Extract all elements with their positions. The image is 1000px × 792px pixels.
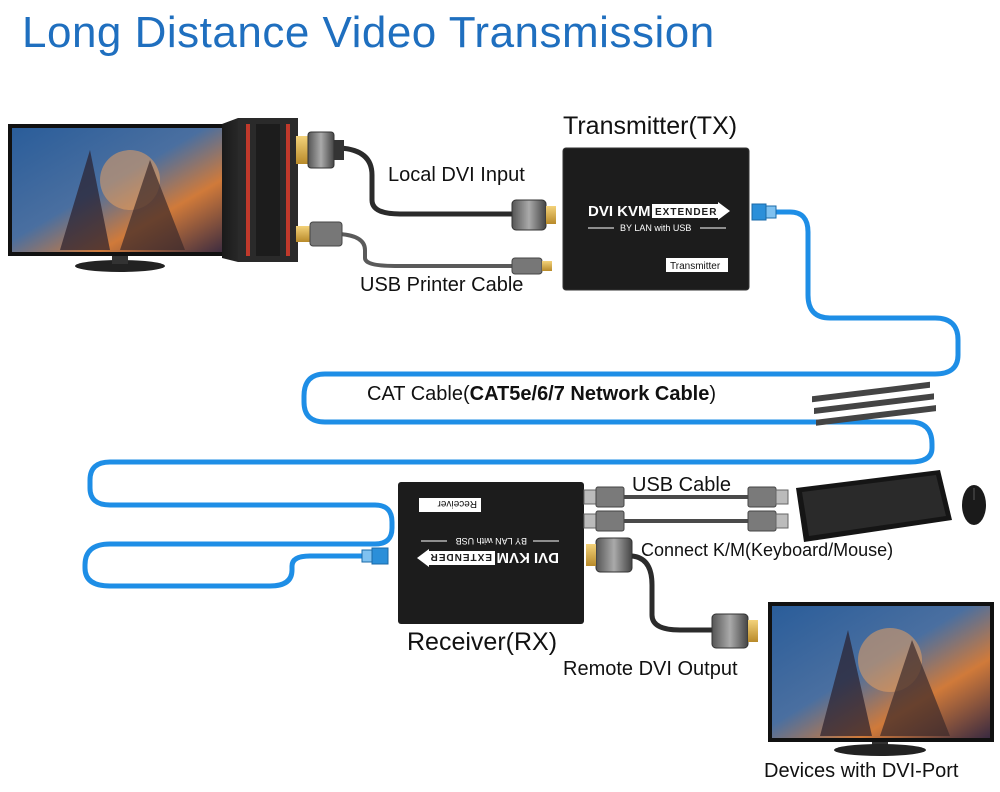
mouse-icon [962, 485, 986, 525]
rx-sub: BY LAN with USB [456, 536, 527, 546]
label-usb-cable: USB Cable [632, 474, 731, 496]
keyboard-icon [796, 381, 952, 542]
page-title: Long Distance Video Transmission [22, 8, 715, 57]
dvi-connector-tx [511, 199, 556, 231]
tx-brand: DVI KVM [588, 203, 651, 220]
transmitter-box: DVI KVM EXTENDER BY LAN with USB Transmi… [562, 147, 750, 291]
label-cat-cable: CAT Cable(CAT5e/6/7 Network Cable) [367, 383, 716, 406]
cat-cable-prefix: CAT Cable( [367, 383, 470, 405]
cat-cable-bold: CAT5e/6/7 Network Cable [469, 383, 710, 405]
dvi-cable-local [296, 131, 515, 217]
pc-tower [222, 118, 298, 262]
rj45-plug-tx [751, 203, 777, 221]
cat-cable-suffix: ) [709, 383, 717, 405]
usb-printer-cable [296, 221, 552, 275]
rj45-plug-rx [361, 547, 389, 565]
source-monitor [8, 124, 230, 272]
dvi-cable-remote [586, 537, 758, 649]
label-local-dvi-input: Local DVI Input [388, 164, 525, 186]
label-remote-dvi-output: Remote DVI Output [563, 658, 738, 680]
label-usb-printer-cable: USB Printer Cable [360, 274, 524, 296]
label-devices-dvi-port: Devices with DVI-Port [764, 760, 959, 782]
label-receiver: Receiver(RX) [407, 628, 558, 656]
label-connect-km: Connect K/M(Keyboard/Mouse) [641, 540, 894, 560]
rx-extender: EXTENDER [430, 551, 492, 562]
remote-monitor [768, 602, 994, 756]
receiver-box: DVI KVM EXTENDER BY LAN with USB Receive… [398, 482, 584, 624]
usb-cables-km [583, 486, 789, 532]
tx-sub: BY LAN with USB [620, 223, 691, 233]
rx-brand: DVI KVM [496, 549, 559, 566]
rx-tag: Receiver [437, 498, 477, 509]
label-transmitter: Transmitter(TX) [563, 112, 738, 140]
tx-tag: Transmitter [670, 261, 721, 272]
tx-extender: EXTENDER [655, 207, 717, 218]
cat-network-cable [82, 209, 961, 589]
